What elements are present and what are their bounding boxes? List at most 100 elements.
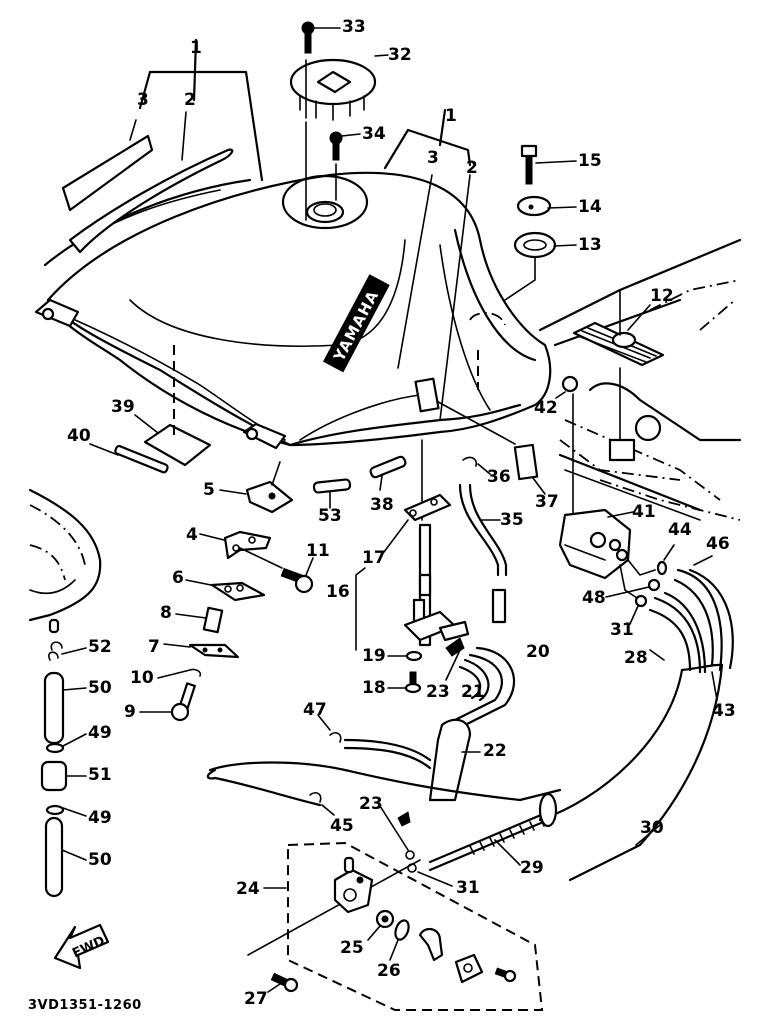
- clamp-31-upper: [634, 594, 648, 608]
- damper-37: [513, 443, 539, 481]
- tank-stripe: [68, 148, 234, 254]
- callout-3: 3: [427, 148, 439, 168]
- bolt-34: [329, 131, 361, 201]
- rubber-12: [572, 289, 665, 462]
- canister-30: [538, 663, 724, 882]
- callout-38: 38: [370, 495, 394, 515]
- callout-3: 3: [137, 90, 149, 110]
- bolt-11: [280, 557, 314, 594]
- callout-47: 47: [303, 700, 327, 720]
- callout-1: 1: [190, 38, 202, 58]
- damper-small: [414, 377, 440, 413]
- damper-5: [219, 461, 294, 514]
- tank-emblem-decal: [61, 134, 154, 212]
- hose-50-lower: [44, 816, 64, 898]
- callout-36: 36: [487, 467, 511, 487]
- collar-8: [202, 606, 224, 634]
- callout-30: 30: [640, 818, 664, 838]
- hose-21: [458, 658, 490, 702]
- callout-31: 31: [456, 878, 480, 898]
- nut-42: [555, 375, 579, 516]
- callout-29: 29: [520, 858, 544, 878]
- callout-43: 43: [712, 701, 736, 721]
- plate-17: [383, 493, 452, 553]
- callout-33: 33: [342, 17, 366, 37]
- clamp-49-lower: [45, 804, 65, 816]
- callout-19: 19: [362, 646, 386, 666]
- clip-23-upper: [445, 637, 465, 681]
- callout-26: 26: [377, 961, 401, 981]
- clamp-52: [48, 641, 63, 661]
- collar-14: [516, 195, 577, 217]
- callout-25: 25: [340, 938, 364, 958]
- clamp-47: [329, 732, 342, 743]
- callout-18: 18: [362, 678, 386, 698]
- callout-24: 24: [236, 879, 260, 899]
- bracket-6: [185, 579, 266, 602]
- hoses-28-43-46: [648, 568, 734, 674]
- screw-27: [267, 972, 299, 993]
- callout-13: 13: [578, 235, 602, 255]
- drawing-code: 3VD1351-1260: [28, 998, 142, 1013]
- joint-22: [428, 718, 472, 802]
- hose-50-upper: [43, 671, 65, 745]
- callout-8: 8: [160, 603, 172, 623]
- callout-44: 44: [668, 520, 692, 540]
- callout-23: 23: [426, 682, 450, 702]
- callout-1: 1: [445, 106, 457, 126]
- callout-10: 10: [130, 668, 154, 688]
- callout-21: 21: [461, 682, 485, 702]
- callout-42: 42: [534, 398, 558, 418]
- callout-15: 15: [578, 151, 602, 171]
- callout-35: 35: [500, 510, 524, 530]
- callout-22: 22: [483, 741, 507, 761]
- fuel-cap: [289, 58, 377, 121]
- callout-53: 53: [318, 506, 342, 526]
- callout-41: 41: [632, 502, 656, 522]
- callout-48: 48: [582, 588, 606, 608]
- cover-plate: [454, 953, 484, 984]
- fuel-cock-16: [355, 439, 470, 651]
- clamp-31-lower: [407, 863, 417, 873]
- bracket-4: [199, 530, 283, 569]
- damper-13: [504, 231, 577, 301]
- hose-20: [453, 646, 516, 727]
- callout-31: 31: [610, 620, 634, 640]
- o-ring-19: [405, 650, 423, 662]
- callout-40: 40: [67, 426, 91, 446]
- callout-20: 20: [526, 642, 550, 662]
- fuel-pump-41: [558, 508, 656, 601]
- clamp-49-upper: [45, 742, 65, 754]
- callout-7: 7: [148, 637, 160, 657]
- screw-18: [387, 671, 422, 694]
- callout-39: 39: [111, 397, 135, 417]
- callout-51: 51: [88, 765, 112, 785]
- o-ring-26: [394, 919, 410, 941]
- valve-24: [333, 856, 374, 914]
- damper-53: [312, 478, 352, 494]
- callout-2: 2: [466, 158, 478, 178]
- damper-38: [369, 455, 407, 479]
- screw-small: [494, 967, 517, 983]
- hose-35: [458, 483, 508, 577]
- forward-direction-arrow: FWD: [53, 923, 110, 970]
- clip-23-lower: [379, 805, 415, 860]
- callout-49: 49: [88, 808, 112, 828]
- callout-45: 45: [330, 816, 354, 836]
- clamp-48: [647, 578, 661, 592]
- callout-6: 6: [172, 568, 184, 588]
- callout-37: 37: [535, 492, 559, 512]
- plate-7: [163, 643, 240, 659]
- callout-23: 23: [359, 794, 383, 814]
- kit-boundary-24: [287, 841, 544, 1011]
- hose-35-end: [491, 588, 507, 624]
- callout-27: 27: [244, 989, 268, 1009]
- callout-16: 16: [326, 582, 350, 602]
- hose-overflow: [208, 761, 562, 807]
- hose-47: [343, 738, 432, 770]
- callout-12: 12: [650, 286, 674, 306]
- bolt-15: [520, 144, 577, 185]
- callout-28: 28: [624, 648, 648, 668]
- seat-outline: [28, 488, 102, 634]
